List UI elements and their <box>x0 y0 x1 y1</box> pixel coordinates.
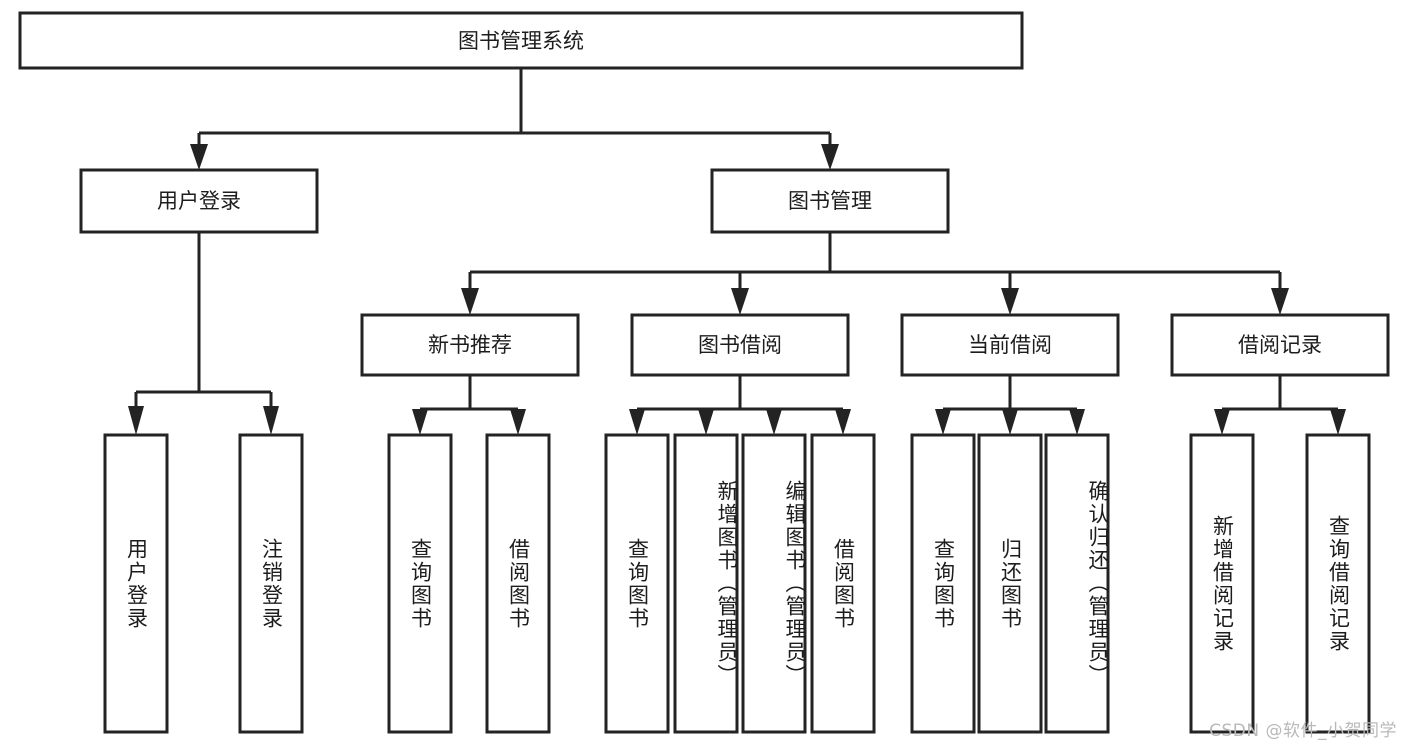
node-root-box[interactable] <box>18 11 1024 70</box>
leaf-confirm-return-box[interactable] <box>1044 433 1110 734</box>
csdn-watermark: CSDN @软件_小贺同学 <box>1209 721 1397 741</box>
node-borrow-record-box[interactable] <box>1170 313 1390 377</box>
node-new-book-recommend-box[interactable] <box>360 313 580 377</box>
leaf-return-book-box[interactable] <box>977 433 1043 734</box>
node-current-borrow-label: 当前借阅 <box>968 333 1052 357</box>
connectors-current-borrow-to-leaves <box>935 375 1085 435</box>
node-book-borrow-label: 图书借阅 <box>698 333 782 357</box>
node-user-login-box[interactable] <box>79 168 319 234</box>
node-borrow-record[interactable]: 借阅记录 <box>1170 313 1390 377</box>
node-book-management[interactable]: 图书管理 <box>710 168 950 234</box>
node-book-borrow-box[interactable] <box>630 313 850 377</box>
arrow-leaf-add-record <box>1214 409 1230 435</box>
connectors-new-book-to-leaves <box>412 375 526 435</box>
node-root-label: 图书管理系统 <box>458 29 584 53</box>
leaf-edit-book-box[interactable] <box>741 433 807 734</box>
arrow-current-borrow <box>1001 288 1019 315</box>
arrow-leaf-return-book <box>1002 409 1018 435</box>
arrow-leaf-borrow-book-2 <box>835 409 851 435</box>
leaf-query-record-box[interactable] <box>1305 433 1371 734</box>
connectors-root-to-level2 <box>190 68 839 170</box>
node-new-book-recommend[interactable]: 新书推荐 <box>360 313 580 377</box>
leaf-query-book-2-box[interactable] <box>604 433 670 734</box>
connectors-book-borrow-to-leaves <box>629 375 851 435</box>
leaf-borrow-book-1-box[interactable] <box>485 433 551 734</box>
leaf-user-logout-box[interactable] <box>238 433 304 734</box>
node-root[interactable]: 图书管理系统 <box>18 11 1024 70</box>
arrow-leaf-query-book-1 <box>412 409 428 435</box>
connectors-user-login-to-leaves <box>128 232 279 435</box>
arrow-leaf-add-book <box>698 409 714 435</box>
arrow-leaf-query-book-3 <box>935 409 951 435</box>
connectors-book-management-to-level3 <box>461 232 1289 315</box>
leaf-query-book-1-box[interactable] <box>387 433 453 734</box>
arrow-leaf-query-book-2 <box>629 409 645 435</box>
node-current-borrow[interactable]: 当前借阅 <box>900 313 1120 377</box>
node-book-management-label: 图书管理 <box>788 189 872 213</box>
leaf-borrow-book-2-box[interactable] <box>810 433 876 734</box>
arrow-leaf-borrow-book-1 <box>510 409 526 435</box>
leaf-add-book-box[interactable] <box>673 433 739 734</box>
node-book-borrow[interactable]: 图书借阅 <box>630 313 850 377</box>
node-borrow-record-label: 借阅记录 <box>1238 333 1322 357</box>
arrow-leaf-user-logout <box>263 406 279 435</box>
arrow-leaf-user-login <box>128 406 144 435</box>
arrow-borrow-record <box>1271 288 1289 315</box>
leaf-boxes <box>103 433 1371 734</box>
arrow-leaf-edit-book <box>766 409 782 435</box>
node-new-book-recommend-label: 新书推荐 <box>428 333 512 357</box>
arrow-book-borrow <box>731 288 749 315</box>
node-current-borrow-box[interactable] <box>900 313 1120 377</box>
leaf-user-login-box[interactable] <box>103 433 169 734</box>
leaf-add-record-box[interactable] <box>1189 433 1255 734</box>
node-book-management-box[interactable] <box>710 168 950 234</box>
node-user-login[interactable]: 用户登录 <box>79 168 319 234</box>
connectors-borrow-record-to-leaves <box>1214 375 1346 435</box>
arrow-leaf-query-record <box>1330 409 1346 435</box>
arrow-book-management <box>821 144 839 170</box>
arrow-user-login <box>190 144 208 170</box>
leaf-query-book-3-box[interactable] <box>910 433 976 734</box>
node-user-login-label: 用户登录 <box>157 189 241 213</box>
arrow-new-book-recommend <box>461 288 479 315</box>
arrow-leaf-confirm-return <box>1069 409 1085 435</box>
